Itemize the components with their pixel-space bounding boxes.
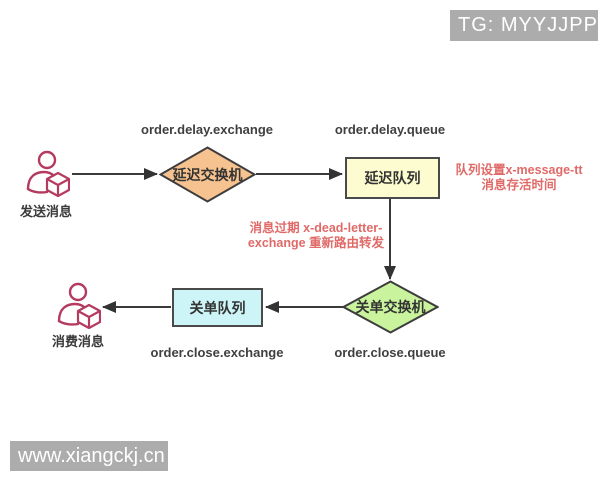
close-queue-shape bbox=[172, 288, 263, 327]
close-exchange-shape bbox=[342, 280, 439, 334]
close-exchange-label: 关单交换机 bbox=[355, 299, 426, 315]
note-dead-letter-line1: 消息过期 x-dead-letter- bbox=[249, 221, 383, 235]
sender-label: 发送消息 bbox=[19, 204, 72, 219]
node-close-queue: 关单队列 bbox=[172, 288, 263, 327]
delay-exchange-label: 延迟交换机 bbox=[172, 166, 243, 183]
delay-queue-shape bbox=[345, 157, 440, 199]
node-delay-queue: 延迟队列 bbox=[345, 157, 440, 199]
note-message-ttl-line1: 队列设置x-message-tt bbox=[455, 163, 583, 177]
caption-order-delay-exchange: order.delay.exchange bbox=[141, 122, 273, 137]
caption-order-close-queue: order.close.queue bbox=[334, 345, 446, 360]
delay-queue-label: 延迟队列 bbox=[364, 170, 421, 186]
close-queue-label: 关单队列 bbox=[189, 299, 246, 316]
consumer-label: 消费消息 bbox=[51, 334, 104, 349]
caption-order-delay-queue: order.delay.queue bbox=[334, 122, 446, 137]
sender-person-box-icon bbox=[26, 150, 70, 197]
note-dead-letter-line2: exchange 重新路由转发 bbox=[247, 236, 385, 250]
note-message-ttl: 队列设置x-message-tt 消息存活时间 bbox=[441, 163, 597, 193]
tg-banner: TG: MYYJJPP bbox=[450, 10, 598, 41]
delay-exchange-shape bbox=[159, 146, 256, 203]
node-delay-exchange: 延迟交换机 bbox=[159, 146, 256, 203]
note-message-ttl-line2: 消息存活时间 bbox=[481, 178, 557, 192]
note-dead-letter: 消息过期 x-dead-letter- exchange 重新路由转发 bbox=[230, 221, 402, 251]
node-close-exchange: 关单交换机 bbox=[342, 280, 439, 334]
site-watermark: www.xiangckj.cn bbox=[10, 441, 168, 471]
caption-order-close-exchange: order.close.exchange bbox=[150, 345, 284, 360]
consumer-person-box-icon bbox=[57, 282, 101, 329]
